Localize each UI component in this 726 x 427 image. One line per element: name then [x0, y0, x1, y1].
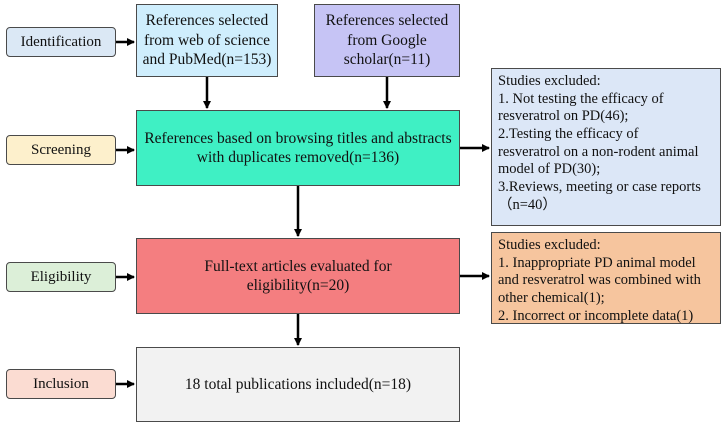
stage-inclusion: Inclusion [6, 369, 116, 399]
exclusion-1-line: resveratrol on PD(46); [498, 108, 629, 125]
screening-box: References based on browsing titles and … [136, 110, 460, 186]
exclusion-1-line: model of PD(30); [498, 161, 601, 178]
wos-pubmed-box: References selected from web of science … [136, 4, 278, 77]
exclusion-1-line: 3.Reviews, meeting or case reports [498, 179, 701, 196]
exclusion-1-title: Studies excluded: [498, 73, 601, 89]
fulltext-box: Full-text articles evaluated for eligibi… [136, 238, 460, 314]
exclusion-2-line: and resveratrol was combined with [498, 272, 701, 289]
exclusion-1-line: 2.Testing the efficacy of [498, 126, 639, 143]
google-scholar-box: References selected from Google scholar(… [314, 4, 460, 77]
stage-eligibility: Eligibility [6, 262, 116, 292]
included-box: 18 total publications included(n=18) [136, 347, 460, 422]
exclusion-1-line: resveratrol on a non-rodent animal [498, 143, 699, 160]
exclusion-box-eligibility: Studies excluded: 1. Inappropriate PD an… [491, 232, 721, 324]
exclusion-2-line: 2. Incorrect or incomplete data(1) [498, 307, 694, 324]
exclusion-1-line: 1. Not testing the efficacy of [498, 90, 664, 107]
fulltext-text: Full-text articles evaluated for eligibi… [204, 257, 392, 294]
included-text: 18 total publications included(n=18) [184, 375, 412, 393]
screening-text: References based on browsing titles and … [144, 129, 452, 166]
wos-pubmed-text: References selected from web of science … [142, 12, 272, 69]
exclusion-box-screening: Studies excluded: 1. Not testing the eff… [491, 68, 721, 226]
exclusion-2-line: other chemical(1); [498, 290, 605, 307]
google-scholar-text: References selected from Google scholar(… [325, 12, 449, 69]
exclusion-1-line: （n=40） [498, 196, 557, 213]
stage-screening-label: Screening [31, 141, 91, 158]
stage-eligibility-label: Eligibility [30, 268, 92, 285]
stage-inclusion-label: Inclusion [33, 375, 89, 392]
exclusion-2-line: 1. Inappropriate PD animal model [498, 254, 696, 271]
stage-identification: Identification [6, 27, 116, 57]
stage-identification-label: Identification [20, 33, 102, 50]
stage-screening: Screening [6, 135, 116, 165]
exclusion-2-title: Studies excluded: [498, 237, 601, 253]
